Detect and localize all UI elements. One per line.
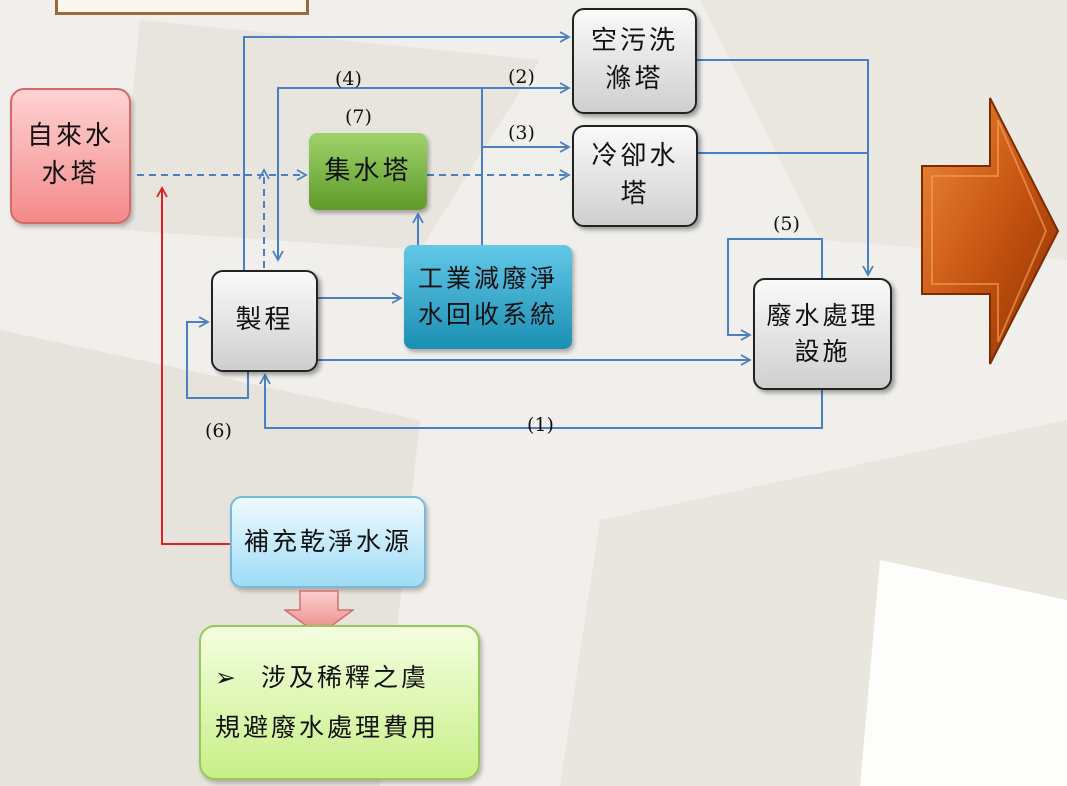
flow-process-to-scrubber	[243, 31, 571, 270]
tap-water-tower: 自來水 水塔	[10, 88, 131, 224]
scrubber-line2: 滌塔	[605, 64, 664, 94]
label-7: (7)	[345, 106, 372, 128]
collection-tower: 集水塔	[309, 133, 427, 210]
label-4: (4)	[335, 68, 362, 90]
top-frame-decoration	[55, 0, 309, 15]
label-2: (2)	[508, 66, 535, 88]
note-line1: ➢ 涉及稀釋之虞	[215, 653, 429, 703]
flow-makeup-to-tap	[156, 186, 230, 545]
collect-tower-label: 集水塔	[324, 155, 412, 186]
note-box: ➢ 涉及稀釋之虞 規避廢水處理費用	[199, 625, 480, 780]
tap-tower-line1: 自來水	[26, 121, 114, 152]
cooling-line2: 塔	[620, 179, 650, 209]
flow-4	[272, 87, 483, 262]
label-3: (3)	[508, 122, 535, 144]
cooling-water-tower: 冷卻水 塔	[572, 125, 698, 227]
wastewater-facility: 廢水處理 設施	[753, 278, 892, 390]
note-text-1: 涉及稀釋之虞	[260, 662, 429, 692]
process-label: 製程	[235, 305, 294, 336]
cooling-line1: 冷卻水	[591, 141, 679, 172]
air-scrubber-tower: 空污洗 滌塔	[572, 8, 697, 114]
recovery-line2: 水回收系統	[417, 300, 558, 329]
label-5: (5)	[773, 213, 800, 235]
flow-5	[727, 238, 823, 341]
wastewater-line1: 廢水處理	[766, 300, 879, 330]
note-text-2: 規避廢水處理費用	[215, 712, 440, 742]
bullet-icon: ➢	[215, 662, 239, 692]
recovery-line1: 工業減廢淨	[417, 263, 558, 293]
flow-1	[259, 373, 823, 429]
tap-tower-line2: 水塔	[41, 159, 100, 189]
makeup-clean-water-source: 補充乾淨水源	[230, 496, 426, 588]
flow-scrubber-to-wastewater	[697, 59, 874, 277]
wastewater-line2: 設施	[794, 337, 851, 366]
makeup-label: 補充乾淨水源	[243, 526, 412, 556]
process-box: 製程	[211, 270, 318, 372]
scrubber-line1: 空污洗	[590, 26, 678, 57]
label-6: (6)	[205, 420, 232, 442]
recovery-system: 工業減廢淨 水回收系統	[404, 245, 572, 349]
flow-6	[186, 316, 249, 399]
label-1: (1)	[527, 414, 554, 436]
